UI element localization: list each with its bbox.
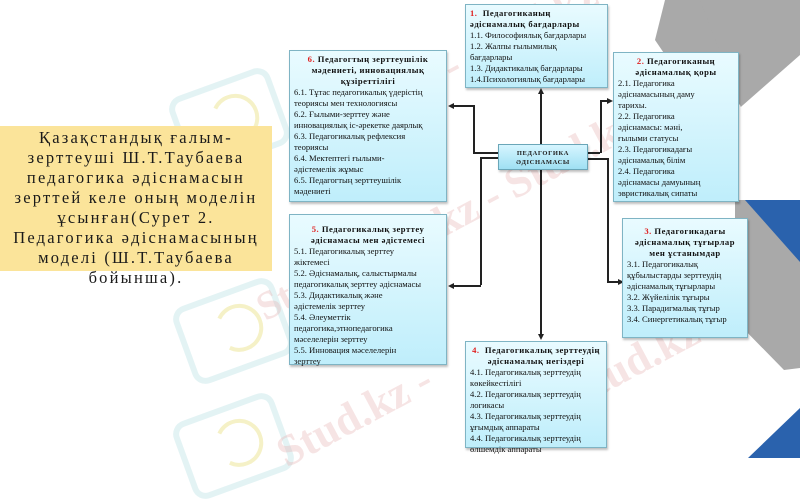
node-item: зерттеу	[294, 356, 321, 366]
arrow-left-icon	[448, 103, 454, 109]
node-item: әдіснамасы: мәні,	[618, 122, 683, 132]
node-item: әдіснамасының даму	[618, 89, 695, 99]
node-item: 6.2. Ғылыми-зерттеу және	[294, 109, 390, 119]
node-item: 6.3. Педагогикалық рефлексия	[294, 131, 406, 141]
node-title: 4. Педагогикалық зерттеудің	[472, 345, 600, 355]
node-item: 6.1. Тұтас педагогикалық үдерістің	[294, 87, 423, 97]
node-item: теориясы мен технологиясы	[294, 98, 398, 108]
center-label-line2: ӘДІСНАМАСЫ	[516, 159, 570, 166]
node-item: эвристикалық сипаты	[618, 188, 698, 198]
node-item: 4.4. Педагогикалық зерттеудің	[470, 433, 581, 443]
connector-right-lower	[588, 158, 608, 160]
node-item: 6.4. Мектептегі ғылыми-	[294, 153, 385, 163]
node-title: әдіснамалық тұғырлар	[634, 237, 735, 247]
arrow-up-icon	[538, 88, 544, 94]
caption-highlight	[0, 126, 272, 271]
node-title: әдіснамасы мен әдістемесі	[310, 235, 426, 245]
connector-left-lower-v	[480, 157, 482, 285]
node-2-foundation: 2. Педагогиканың әдіснамалық қоры 2.1. П…	[613, 52, 739, 202]
node-item: 1.4.Психологиялық бағдарлары	[470, 74, 585, 84]
node-item: 2.4. Педагогика	[618, 166, 675, 176]
connector-left-upper-h	[452, 105, 474, 107]
node-title: мен ұстанымдар	[649, 248, 721, 258]
node-title: 5. Педагогикалық зерттеу	[311, 224, 425, 234]
arrow-down-icon	[538, 334, 544, 340]
node-4-research-foundations: 4. Педагогикалық зерттеудің әдіснамалық …	[465, 341, 607, 454]
node-item: 5.1. Педагогикалық зерттеу	[294, 246, 394, 256]
node-item: 4.2. Педагогикалық зерттеудің	[470, 389, 581, 399]
center-node: ПЕДАГОГИКА ӘДІСНАМАСЫ	[498, 144, 588, 170]
node-item: 4.1. Педагогикалық зерттеудің	[470, 367, 581, 377]
node-item: ғылыми статусы	[618, 133, 679, 143]
node-item: 1.3. Дидактикалық бағдарлары	[470, 63, 583, 73]
connector-right-upper-h	[600, 100, 608, 102]
node-item: 3.2. Жүйелілік тұғыры	[627, 292, 710, 302]
node-title: 6. Педагогтың зерттеушілік	[307, 54, 429, 64]
node-item: педагогика,этнопедагогика	[294, 323, 393, 333]
connector-right-lower-h	[607, 281, 620, 283]
node-item: мәдениеті	[294, 186, 331, 196]
node-title: құзіреттілігі	[340, 76, 396, 86]
node-item: бағдарлары	[470, 52, 513, 62]
node-item: мәселелерін зерттеу	[294, 334, 368, 344]
node-title: әдіснамалық бағдарлары	[470, 19, 580, 29]
node-item: 3.3. Парадигмалық тұғыр	[627, 303, 720, 313]
connector-left-upper	[473, 152, 498, 154]
connector-left-upper-v	[473, 105, 475, 153]
node-1-orientations: 1. Педагогиканың әдіснамалық бағдарлары …	[465, 4, 608, 88]
node-item: 6.5. Педагогтың зерттеушілік	[294, 175, 402, 185]
node-item: теориясы	[294, 142, 329, 152]
node-title: мәдениеті, инновациялық	[311, 65, 425, 75]
arrow-right-icon	[618, 279, 624, 285]
node-item: өлшемдік аппараты	[470, 444, 542, 454]
node-item: 2.2. Педагогика	[618, 111, 675, 121]
arrow-left-icon	[448, 283, 454, 289]
node-item: 3.1. Педагогикалық	[627, 259, 699, 269]
node-item: логикасы	[470, 400, 505, 410]
connector-right-upper-v	[600, 100, 602, 153]
caption-text: Қазақстандық ғалым- зерттеуші Ш.Т.Таубае…	[13, 128, 259, 287]
node-item: 5.5. Инновация мәселелерін	[294, 345, 397, 355]
node-item: әдіснамалық білім	[618, 155, 686, 165]
node-item: 5.2. Әдіснамалық, салыстырмалы	[294, 268, 417, 278]
node-item: әдістемелік жұмыс	[294, 164, 364, 174]
node-6-research-culture: 6. Педагогтың зерттеушілік мәдениеті, ин…	[289, 50, 447, 202]
node-item: 2.3. Педагогикадағы	[618, 144, 693, 154]
connector-left-lower-h	[452, 285, 481, 287]
node-item: жіктемесі	[294, 257, 330, 267]
node-item: 5.4. Әлеуметтік	[294, 312, 351, 322]
arrow-right-icon	[607, 98, 613, 104]
node-item: 1.1. Философиялық бағдарлары	[470, 30, 587, 40]
node-title: әдіснамалық негіздері	[487, 356, 585, 366]
connector-right-upper	[588, 152, 600, 154]
node-title: 2. Педагогиканың	[636, 56, 716, 66]
node-5-methodology-methods: 5. Педагогикалық зерттеу әдіснамасы мен …	[289, 214, 447, 366]
node-item: инновациялық іс-әрекетке даярлық	[294, 120, 423, 130]
node-item: 3.4. Синергетикалық тұғыр	[627, 314, 727, 324]
node-item: 2.1. Педагогика	[618, 78, 675, 88]
node-item: педагогикалық зерттеу әдіснамасы	[294, 279, 422, 289]
node-item: көкейкестілігі	[470, 378, 522, 388]
node-title: 1. Педагогиканың	[470, 8, 551, 18]
node-title: 3. Педагогикадағы	[644, 226, 726, 236]
center-label-line1: ПЕДАГОГИКА	[516, 150, 570, 157]
node-item: әдіснамалық тұғырлары	[627, 281, 716, 291]
node-item: әдістемелік зерттеу	[294, 301, 366, 311]
node-title: әдіснамалық қоры	[635, 67, 717, 77]
connector-right-lower-v	[607, 158, 609, 282]
node-item: ұғымдық аппараты	[470, 422, 540, 432]
node-item: 1.2. Жалпы ғылымилық	[470, 41, 557, 51]
node-item: 4.3. Педагогикалық зерттеудің	[470, 411, 581, 421]
node-item: құбылыстарды зерттеудің	[627, 270, 722, 280]
node-item: 5.3. Дидактикалық және	[294, 290, 383, 300]
node-item: әдіснамасы дамуының	[618, 177, 701, 187]
node-item: тарихы.	[618, 100, 647, 110]
connector-left-lower	[480, 157, 498, 159]
node-3-approaches-principles: 3. Педагогикадағы әдіснамалық тұғырлар м…	[622, 218, 748, 338]
connector-vertical	[540, 90, 542, 338]
